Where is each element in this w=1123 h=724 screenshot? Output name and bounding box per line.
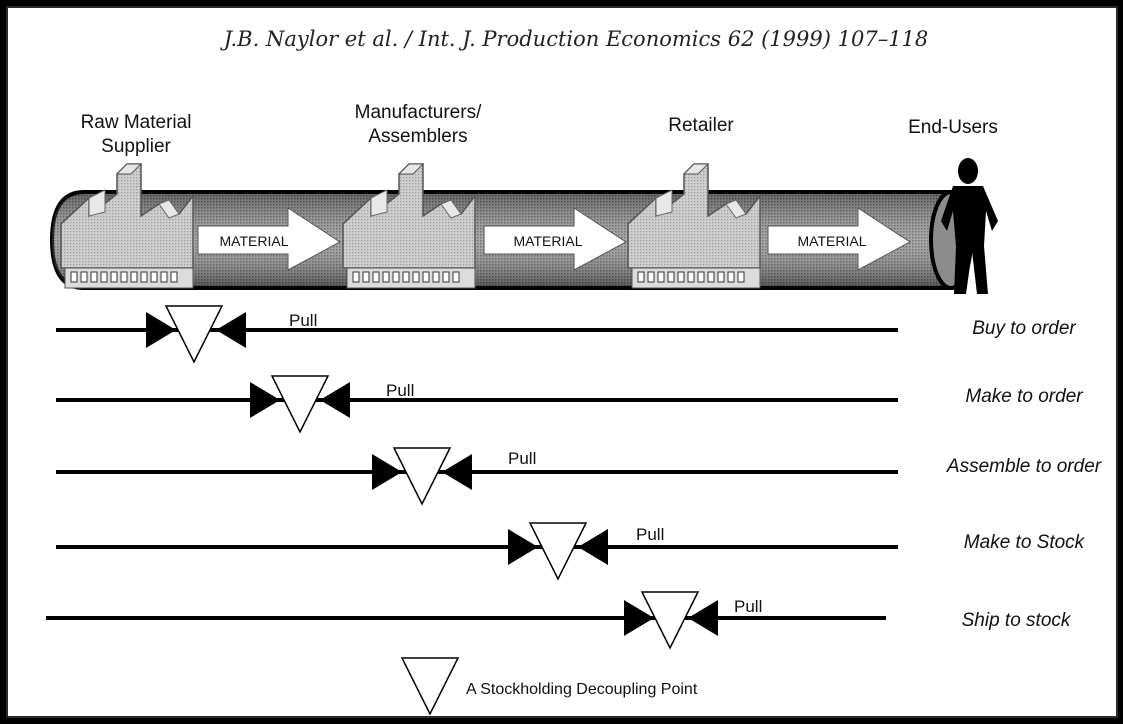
push-arrowhead — [250, 382, 280, 418]
pull-label: Pull — [386, 381, 414, 400]
pull-label: Pull — [636, 525, 664, 544]
stage-label-line: Raw Material — [81, 112, 192, 133]
pull-arrowhead — [320, 382, 350, 418]
material-arrow: MATERIAL — [483, 207, 627, 271]
material-label: MATERIAL — [514, 233, 583, 249]
pull-arrowhead — [442, 454, 472, 490]
stage-label-raw-material: Raw Material Supplier — [81, 112, 192, 157]
pull-label: Pull — [289, 311, 317, 330]
strategy-label: Buy to order — [972, 318, 1076, 339]
stage-label-line: Manufacturers/ — [355, 102, 482, 123]
decoupling-point — [270, 375, 330, 434]
decoupling-point — [640, 591, 700, 650]
citation-header: J.B. Naylor et al. / Int. J. Production … — [220, 27, 929, 51]
end-user-icon — [941, 158, 998, 294]
strategy-label: Ship to stock — [962, 610, 1072, 631]
stage-label-line: Supplier — [101, 136, 171, 157]
strategy-label: Assemble to order — [946, 456, 1102, 477]
pull-arrowhead — [216, 312, 246, 348]
push-arrowhead — [372, 454, 402, 490]
factory-icon — [342, 163, 476, 289]
strategy-row-assemble-to-order: Pull Assemble to order — [56, 447, 1102, 506]
push-arrowhead — [146, 312, 176, 348]
strategy-row-make-to-stock: Pull Make to Stock — [56, 522, 1086, 581]
legend-decoupling-symbol — [400, 657, 460, 716]
strategy-label: Make to order — [965, 386, 1083, 407]
strategy-row-make-to-order: Pull Make to order — [56, 375, 1083, 434]
factory-icon — [60, 163, 194, 289]
stage-label-end-users: End-Users — [908, 117, 998, 138]
decoupling-point — [528, 522, 588, 581]
factory-icon — [627, 163, 761, 289]
material-label: MATERIAL — [220, 233, 289, 249]
decoupling-point — [164, 305, 224, 364]
material-arrow: MATERIAL — [197, 207, 341, 271]
strategy-row-ship-to-stock: Pull Ship to stock — [46, 591, 1072, 650]
pull-label: Pull — [734, 597, 762, 616]
material-arrow: MATERIAL — [767, 207, 911, 271]
legend-label: A Stockholding Decoupling Point — [466, 681, 698, 698]
strategy-row-buy-to-order: Pull Buy to order — [56, 305, 1076, 364]
stage-label-manufacturers: Manufacturers/ Assemblers — [355, 102, 482, 147]
pull-arrowhead — [688, 600, 718, 636]
figure-frame: J.B. Naylor et al. / Int. J. Production … — [6, 6, 1118, 718]
figure-border — [6, 6, 1118, 718]
pull-label: Pull — [508, 449, 536, 468]
decoupling-point — [392, 447, 452, 506]
stage-label-retailer: Retailer — [668, 115, 734, 136]
material-label: MATERIAL — [798, 233, 867, 249]
stage-label-line: Assemblers — [368, 126, 467, 147]
push-arrowhead — [508, 529, 538, 565]
supply-chain-diagram: J.B. Naylor et al. / Int. J. Production … — [46, 27, 1102, 716]
push-arrowhead — [624, 600, 654, 636]
legend: A Stockholding Decoupling Point — [400, 657, 698, 716]
strategy-label: Make to Stock — [964, 532, 1086, 553]
pull-arrowhead — [578, 529, 608, 565]
